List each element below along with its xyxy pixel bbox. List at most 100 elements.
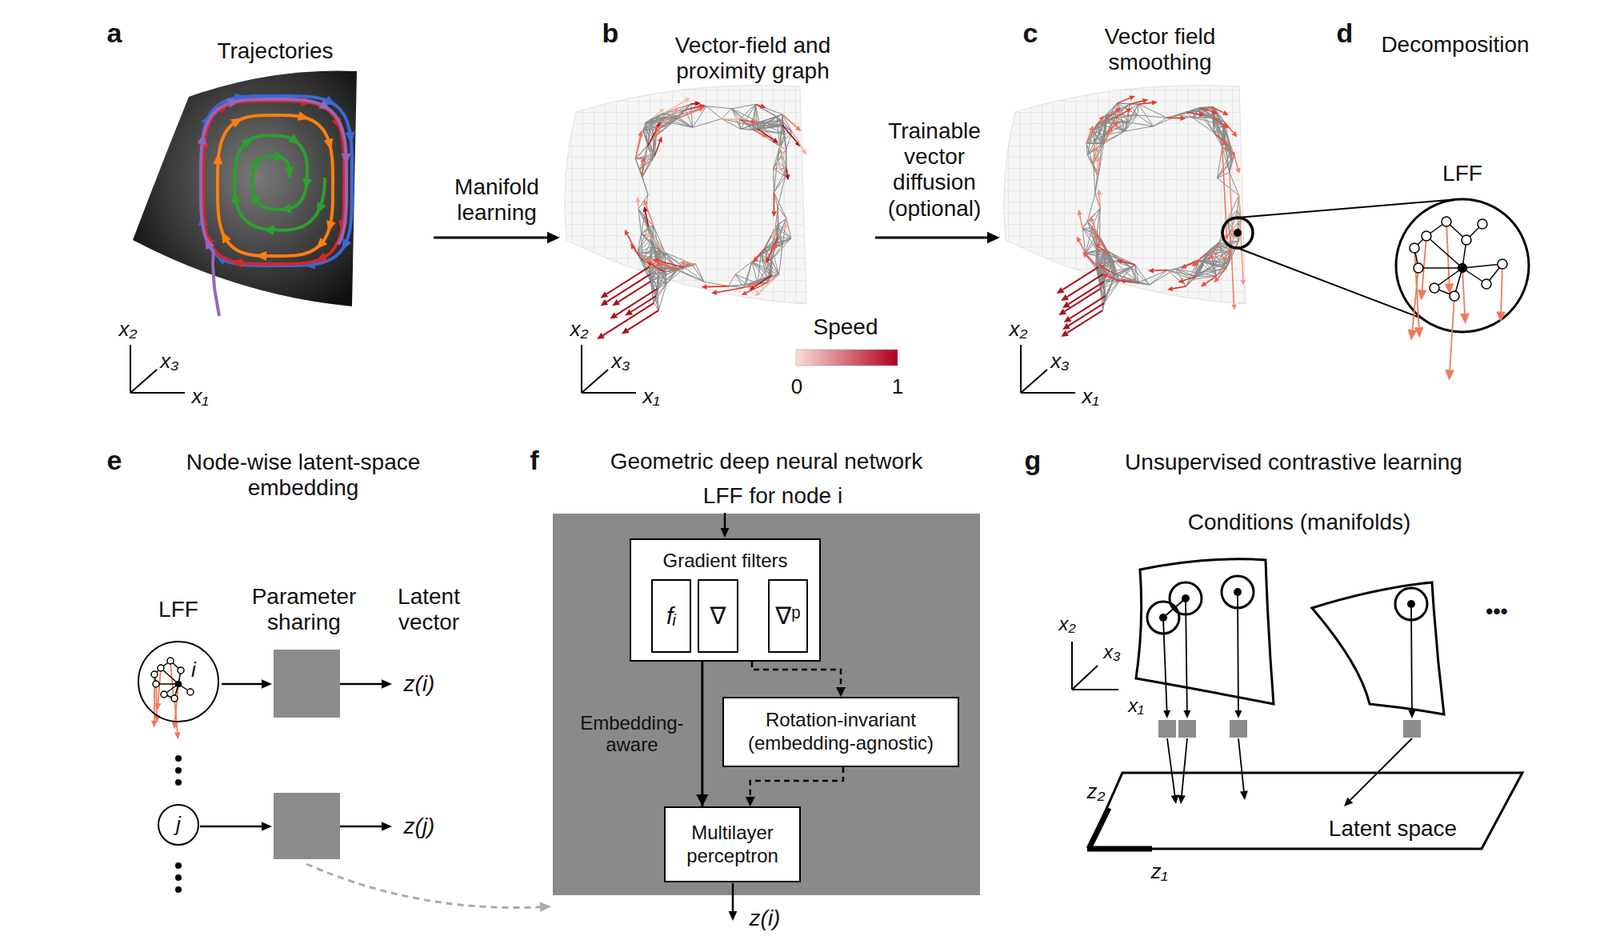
arrow-head [659,108,665,115]
node-text: LFF [139,596,218,624]
arrow-head [1222,110,1229,116]
vector-arrow [642,161,644,177]
vector-arrow [618,281,651,303]
arrow-head [1199,112,1205,117]
axis-label: x₁ [191,384,208,409]
graph-node [167,657,174,664]
graph-edge [641,226,654,235]
graph-node [160,691,168,698]
arrow-head [624,308,633,316]
vector-arrow [1086,130,1092,144]
graph-edge [773,146,780,169]
vector-arrow [627,234,638,254]
vector-arrow [685,106,700,110]
graph-edge [1200,107,1215,132]
graph-edge [1129,104,1138,116]
vector-arrow [707,285,729,288]
feature-arrow [1422,236,1427,290]
arrow-head [1414,327,1424,339]
arrow-head [752,256,759,263]
node-text: ∇ᵖ [775,601,800,631]
graph-edge [1175,260,1204,269]
ellipsis-dot [175,886,182,893]
graph-node [1441,216,1452,227]
arrow-head [1460,313,1470,324]
arrow-head [635,196,640,203]
column-heading: Parameter sharing [236,584,372,636]
arrow-head [745,283,752,288]
vector-arrow [1079,240,1086,253]
arrow-head [1064,316,1072,323]
arrow-head [1060,330,1069,337]
graph-edge [1426,236,1463,268]
graph-node [1449,291,1460,301]
shared-network-block [1178,720,1196,738]
graph-edge [706,106,732,109]
graph-edge [777,236,792,239]
vector-arrow [1067,310,1104,333]
arrow-head [1223,256,1228,264]
vector-arrow [782,124,797,143]
vector-arrow [645,204,654,227]
arrow-head [1094,233,1100,240]
graph-edge [1167,112,1187,118]
arrow-head [1208,253,1214,260]
shared-network-block [1403,720,1421,738]
node-text: Geometric deep neural network [552,448,980,476]
embedding-panel [151,649,552,912]
vector-arrow [603,303,655,336]
arrow-head [679,260,685,266]
axis-line [130,369,157,393]
arrow-head [1056,287,1065,294]
arrow-head [1235,168,1240,175]
arrow-head [1177,278,1184,284]
arrow-head [1344,797,1353,807]
latent-axis [1088,808,1109,849]
axis-label: x₁ [1128,694,1144,717]
graph-node [1421,231,1432,241]
arrow-head [600,291,608,298]
ellipsis-dot [175,779,182,786]
arrow-head [1058,308,1067,316]
vector-arrow [664,100,686,113]
feature-arrow [1500,264,1503,312]
trajectory-arrow [315,252,328,262]
graph-edge [1186,279,1194,287]
axis-label: z₂ [1087,780,1106,804]
filter-box: ∇ᵖ [768,579,808,653]
arrow-head [640,156,646,162]
arrow-head [784,174,790,180]
arrow-head [1148,268,1154,273]
arrow-head [1234,710,1242,719]
axis-line [581,369,608,393]
latent-vector-label: z(i) [404,671,436,697]
arrow-head [771,232,776,240]
trajectory-arrow [316,237,328,249]
vector-arrow [756,248,766,259]
graph-edge [776,114,783,117]
vector-arrow [1093,151,1097,165]
graph-edge [1128,104,1139,123]
graph-node [187,688,194,696]
graph-edge [1112,260,1136,265]
manifold-outline [1136,559,1274,704]
graph-edge [649,121,657,130]
vector-arrow [780,146,784,154]
graph-node [157,664,164,672]
trajectory-arrow [318,100,331,110]
arrow-head [765,257,771,264]
vector-arrow [1229,172,1233,233]
feature-arrow [174,698,178,732]
graph-edge [1214,117,1216,133]
graph-edge [728,283,758,286]
graph-edge [1137,104,1139,116]
manifold-surface [564,85,807,304]
axis-label: x₁ [1081,384,1099,409]
arrow-head [701,284,708,289]
input-arrow [724,512,727,528]
graph-edge [786,132,792,150]
panel-letter: e [107,444,123,476]
graph-edge [752,261,758,284]
arrow-head [1177,795,1186,804]
graph-edge [638,209,652,239]
